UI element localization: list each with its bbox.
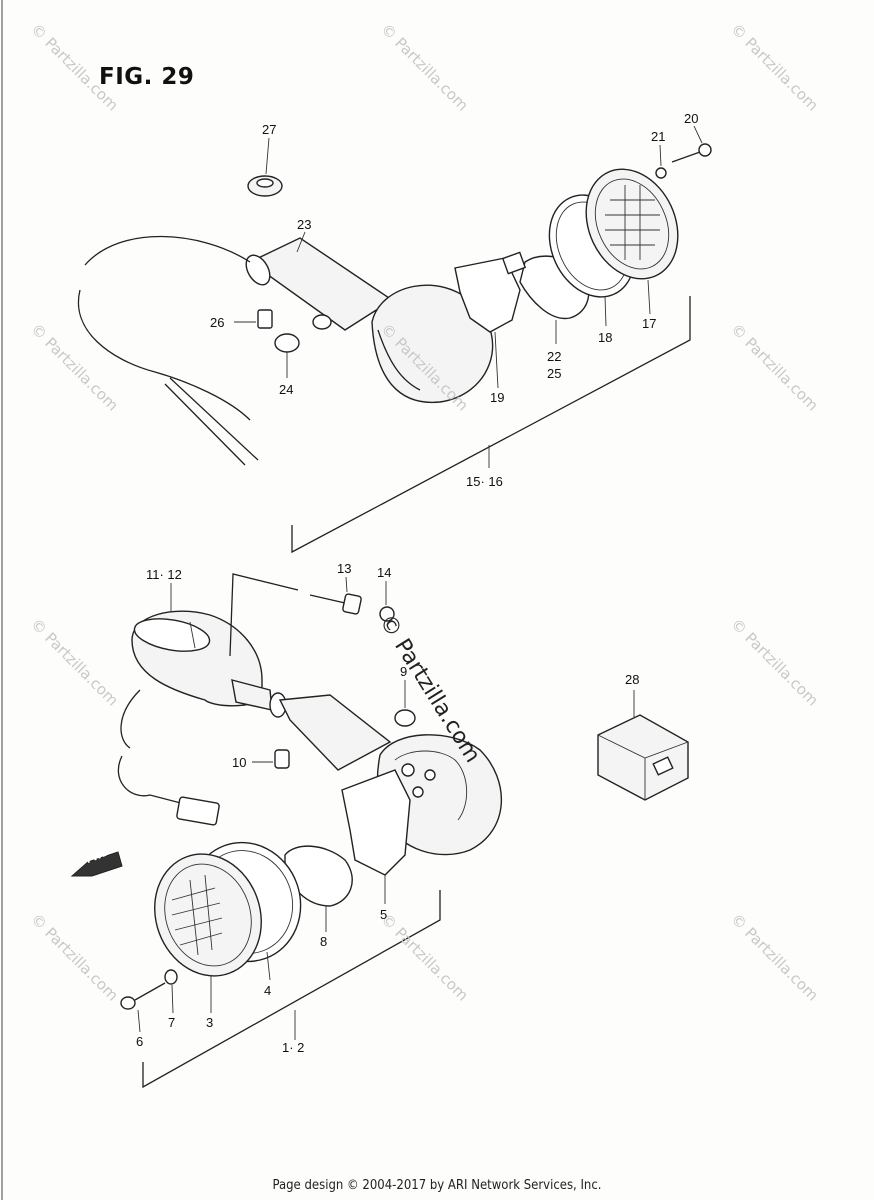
callout-14: 14	[377, 565, 392, 580]
part-9-grommet	[394, 680, 416, 727]
part-23-stem	[245, 231, 394, 331]
callout-19: 19	[490, 390, 505, 405]
bracket-15-16	[291, 296, 691, 554]
callout-10: 10	[232, 755, 247, 770]
fwd-arrow-icon	[70, 851, 123, 877]
part-28-relay	[597, 690, 689, 801]
callout-3: 3	[206, 1015, 214, 1030]
part-19-housing-shell	[371, 284, 494, 404]
callout-5: 5	[380, 907, 388, 922]
wire-upper-lower	[77, 289, 251, 421]
figure-title: FIG. 29	[99, 64, 195, 90]
wire-connector	[176, 796, 220, 826]
callout-24: 24	[279, 382, 294, 397]
callout-18: 18	[598, 330, 613, 345]
callout-7: 7	[168, 1015, 176, 1030]
wire-upper	[84, 235, 251, 266]
callout-20: 20	[684, 111, 699, 126]
part-7-washer	[164, 969, 178, 1014]
rear-turn-signal-assembly	[77, 125, 712, 554]
part-5-reflector	[341, 769, 411, 876]
bracket-11-12	[229, 573, 299, 657]
part-17-lens	[585, 168, 679, 315]
callout-22-25: 22 25	[547, 349, 562, 381]
part-26-screw	[234, 309, 273, 329]
part-10-screw	[252, 749, 290, 769]
callout-15-16: 15· 16	[466, 474, 503, 489]
callout-21: 21	[651, 129, 666, 144]
callout-17: 17	[642, 316, 657, 331]
part-27-grommet	[247, 137, 283, 197]
wire-lower	[117, 755, 201, 809]
callout-23: 23	[297, 217, 312, 232]
wire-lower-top	[120, 689, 141, 749]
callout-26: 26	[210, 315, 225, 330]
callout-1-2: 1· 2	[282, 1040, 305, 1055]
part-6-screw	[120, 982, 166, 1033]
part-13-bolt	[309, 576, 362, 615]
part-stem-front	[231, 679, 392, 771]
part-14-nut	[379, 581, 395, 622]
callout-4: 4	[264, 983, 272, 998]
bracket-1-2	[142, 890, 441, 1089]
callout-13: 13	[337, 561, 352, 576]
front-turn-signal-assembly	[70, 573, 689, 1089]
callout-6: 6	[136, 1034, 144, 1049]
wire-leads	[164, 377, 259, 466]
footer-copyright: Page design © 2004-2017 by ARI Network S…	[272, 1178, 602, 1193]
callout-28: 28	[625, 672, 640, 687]
part-3-lens	[154, 853, 262, 1013]
callout-9: 9	[400, 664, 408, 679]
part-21-washer	[655, 167, 667, 179]
part-20-screw	[671, 125, 712, 163]
callout-27: 27	[262, 122, 277, 137]
callout-11-12: 11· 12	[146, 567, 182, 582]
part-24-bolt	[274, 333, 300, 378]
part-11-12-clamp	[131, 583, 263, 707]
callout-8: 8	[320, 934, 328, 949]
